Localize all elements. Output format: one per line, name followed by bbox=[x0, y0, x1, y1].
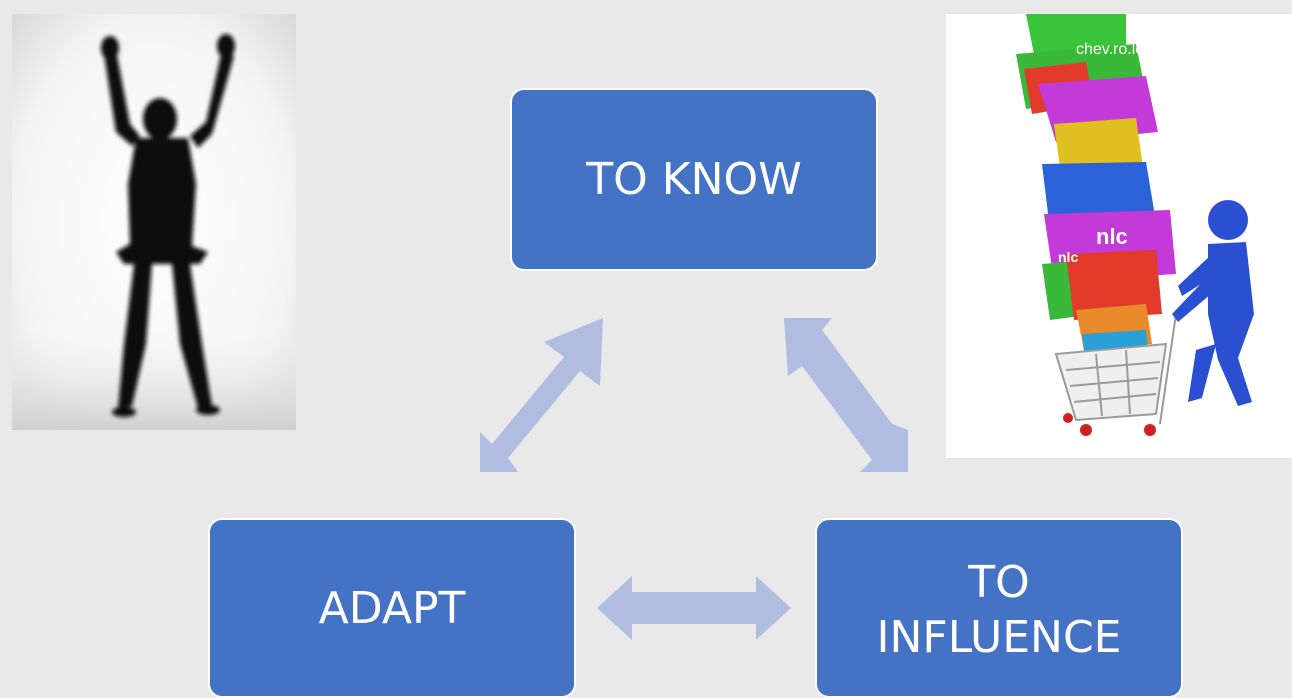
node-to-influence: TO INFLUENCE bbox=[815, 518, 1183, 698]
arrow-know-adapt bbox=[480, 318, 603, 472]
node-adapt: ADAPT bbox=[208, 518, 576, 698]
box-text-nlc-2: nlc bbox=[1058, 249, 1078, 265]
silhouette-photo bbox=[12, 14, 296, 430]
box-text-nlc-1: nlc bbox=[1096, 224, 1128, 249]
node-to-know: TO KNOW bbox=[510, 88, 878, 271]
box-label: chev.ro.let nlc nlc bbox=[1058, 41, 1149, 265]
node-to-influence-line1: TO bbox=[968, 557, 1030, 608]
arrow-adapt-influence bbox=[597, 576, 791, 640]
node-to-know-label: TO KNOW bbox=[586, 154, 802, 205]
arrow-know-influence bbox=[784, 318, 908, 472]
shopping-illustration: chev.ro.let nlc nlc bbox=[946, 14, 1292, 458]
box-text-chevrolet: chev.ro.let bbox=[1076, 41, 1149, 58]
node-adapt-label: ADAPT bbox=[318, 582, 466, 634]
person-silhouette-icon bbox=[12, 14, 296, 430]
shopping-cart-icon: chev.ro.let nlc nlc bbox=[1016, 14, 1254, 436]
node-to-influence-line2: INFLUENCE bbox=[876, 612, 1122, 663]
